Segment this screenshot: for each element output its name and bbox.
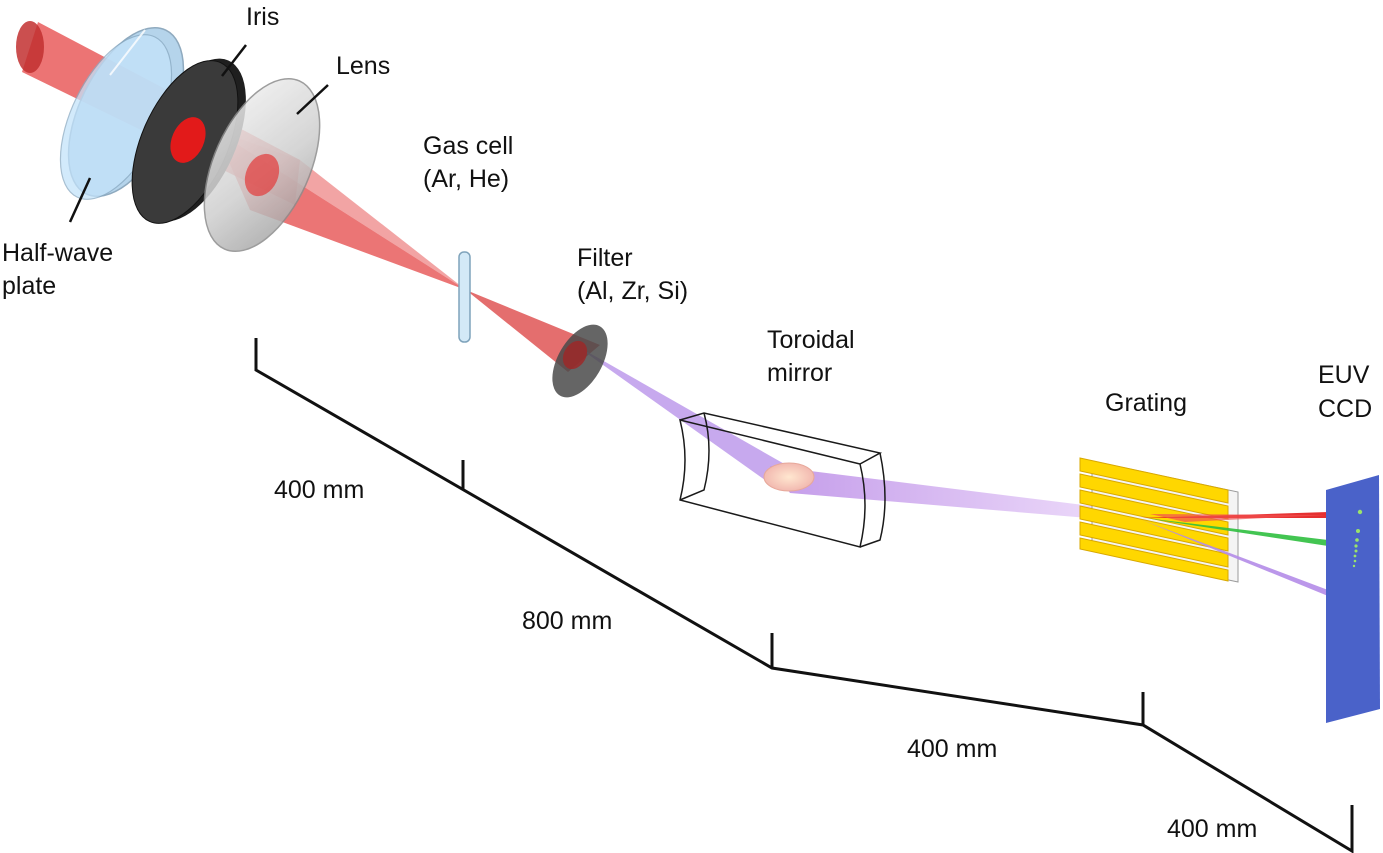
gas-cell-label-line1: Gas cell — [423, 132, 514, 160]
toroidal-mirror — [678, 412, 886, 548]
distance-label-400mm-3: 400 mm — [1167, 815, 1258, 843]
lens — [203, 77, 321, 253]
distance-ruler — [254, 338, 1354, 853]
half-wave-plate-label-line2: plate — [2, 272, 57, 300]
gas-cell-label-line2: (Ar, He) — [423, 165, 510, 193]
leader-lines — [68, 44, 329, 223]
filter-label-line1: Filter — [577, 244, 633, 272]
iris-label: Iris — [246, 3, 280, 31]
euv-ccd-label-line1: EUV — [1318, 361, 1370, 389]
lens-label: Lens — [336, 52, 391, 80]
gas-cell — [458, 251, 471, 343]
filter — [552, 324, 608, 398]
toroidal-mirror-label-line1: Toroidal — [767, 326, 855, 354]
euv-ccd — [1326, 475, 1380, 723]
distance-label-400mm-1: 400 mm — [274, 476, 365, 504]
half-wave-plate-label-line1: Half-wave — [2, 239, 114, 267]
grating-label: Grating — [1105, 389, 1187, 417]
half-wave-plate — [59, 27, 185, 200]
filter-label-line2: (Al, Zr, Si) — [577, 277, 689, 305]
diffracted-orders — [1140, 512, 1328, 596]
euv-ccd-label-line2: CCD — [1318, 395, 1373, 423]
distance-label-400mm-2: 400 mm — [907, 735, 998, 763]
euv-beam — [575, 345, 1148, 523]
toroidal-mirror-label-line2: mirror — [767, 359, 833, 387]
distance-label-800mm: 800 mm — [522, 607, 613, 635]
